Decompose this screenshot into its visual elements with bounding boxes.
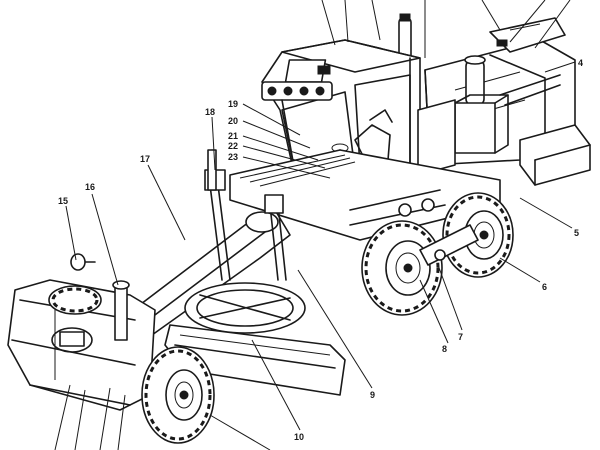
rear-wheel-rear	[442, 192, 514, 278]
callout-16: 16	[85, 182, 95, 192]
callout-20: 20	[228, 116, 238, 126]
front-wheel-left	[48, 285, 102, 315]
callout-9: 9	[370, 390, 375, 400]
callout-21: 21	[228, 131, 238, 141]
callout-6: 6	[542, 282, 547, 292]
callout-7: 7	[458, 332, 463, 342]
roof-panel	[489, 17, 566, 53]
radiator-housing	[519, 124, 591, 186]
exhaust-stack	[454, 55, 509, 154]
callout-labels: 4 5 6 7 8 9 10 15 16 17 18 19 20 21 22 2…	[58, 58, 583, 442]
callout-4: 4	[578, 58, 583, 68]
hydraulic-tank	[417, 99, 456, 176]
callout-19: 19	[228, 99, 238, 109]
callout-22: 22	[228, 141, 238, 151]
leader-lines	[54, 0, 576, 450]
front-mast	[70, 253, 130, 341]
rear-wheel-front	[361, 220, 443, 316]
callout-17: 17	[140, 154, 150, 164]
blade-circle	[184, 282, 306, 334]
callout-10: 10	[294, 432, 304, 442]
callout-18: 18	[205, 107, 215, 117]
front-wheel-right	[141, 346, 215, 444]
callout-8: 8	[442, 344, 447, 354]
callout-23: 23	[228, 152, 238, 162]
tandem-housing	[419, 224, 479, 266]
callout-5: 5	[574, 228, 579, 238]
lift-cylinders	[204, 149, 287, 281]
callout-15: 15	[58, 196, 68, 206]
